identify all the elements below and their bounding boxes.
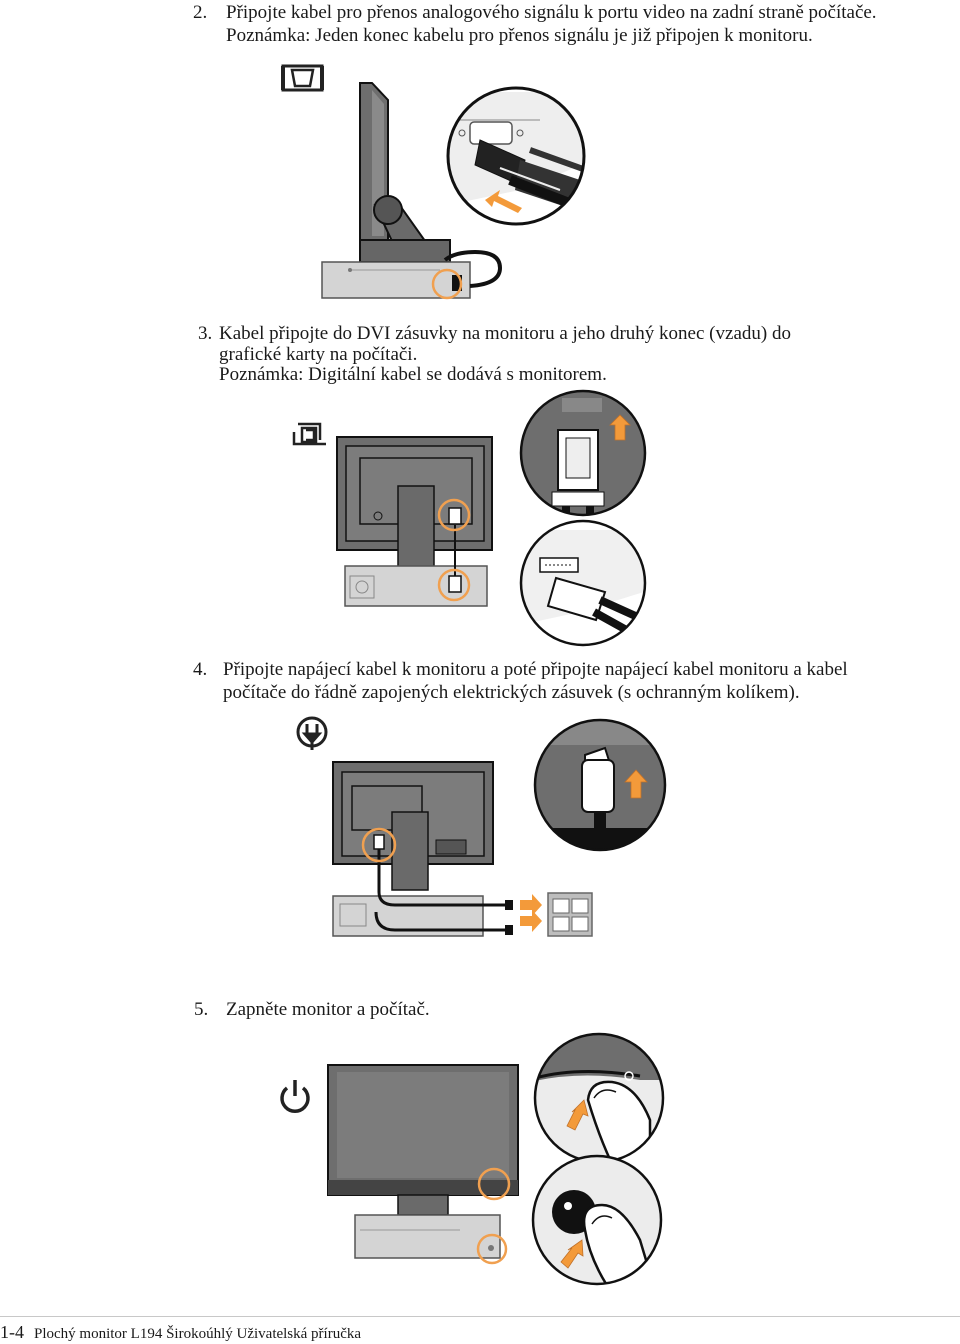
monitor-button-detail: [535, 1034, 663, 1162]
dvi-pc-highlight-ring: [437, 568, 471, 602]
vga-cable: [443, 249, 503, 288]
step-4-text-line2: počítače do řádně zapojených elektrickýc…: [223, 682, 800, 703]
power-detail-circle: [535, 720, 665, 850]
dvi-detail-top: [521, 391, 645, 515]
dvi-detail-bottom: [521, 521, 645, 645]
monitor-rear-view-power: [332, 761, 494, 937]
power-plug-icon: [296, 716, 328, 750]
monitor-front-view: [327, 1064, 519, 1259]
step-4-number: 4.: [193, 659, 208, 680]
monitor-rear-view: [336, 436, 493, 607]
step-3-text-line1: Kabel připojte do DVI zásuvky na monitor…: [219, 323, 791, 344]
power-highlight-ring: [361, 827, 397, 863]
cable-plug: [452, 275, 462, 291]
step-4-illustration: [296, 716, 667, 937]
step-5-number: 5.: [194, 999, 209, 1020]
step-2-note: Poznámka: Jeden konec kabelu pro přenos …: [226, 25, 813, 46]
vga-detail-circle: [448, 88, 584, 224]
page-footer: 1-4 Plochý monitor L194 Širokoúhlý Uživat…: [0, 1322, 361, 1344]
step-3-note: Poznámka: Digitální kabel se dodává s mo…: [219, 364, 607, 385]
dvi-monitor-highlight-ring: [437, 498, 471, 532]
monitor-power-highlight-ring: [477, 1167, 511, 1201]
step-3-number: 3.: [198, 323, 213, 344]
press-arrow-top: [566, 1099, 589, 1131]
step-3-text-line2: grafické karty na počítači.: [219, 344, 418, 365]
power-button-icon: [280, 1080, 310, 1113]
pc-power-highlight-ring: [476, 1233, 508, 1265]
footer-rule: [0, 1316, 960, 1317]
wall-outlet: [547, 892, 593, 937]
step-4-text-line1: Připojte napájecí kabel k monitoru a pot…: [223, 659, 848, 680]
page-number: 1-4: [0, 1322, 24, 1342]
step-2-number: 2.: [193, 2, 208, 23]
step-2-illustration: [281, 64, 586, 300]
step-3-illustration: [292, 389, 647, 647]
connector-highlight-ring: [431, 268, 463, 300]
insert-arrow: [485, 190, 522, 213]
monitor-power-cable: [377, 845, 505, 907]
dvi-icon: [292, 422, 326, 446]
up-arrow-power: [624, 769, 648, 799]
step-5-illustration: [280, 1032, 665, 1286]
vga-icon: [281, 64, 324, 92]
step-2-text-line1: Připojte kabel pro přenos analogového si…: [226, 2, 877, 23]
monitor-side-view: [321, 82, 471, 299]
right-arrow-2: [520, 910, 542, 932]
press-arrow-bottom: [560, 1239, 584, 1269]
up-arrow-top: [609, 414, 631, 441]
footer-title: Plochý monitor L194 Širokoúhlý Uživatels…: [34, 1326, 362, 1342]
right-arrow-1: [520, 894, 542, 916]
step-5-text-line1: Zapněte monitor a počítač.: [226, 999, 430, 1020]
pc-power-cable: [374, 911, 505, 932]
